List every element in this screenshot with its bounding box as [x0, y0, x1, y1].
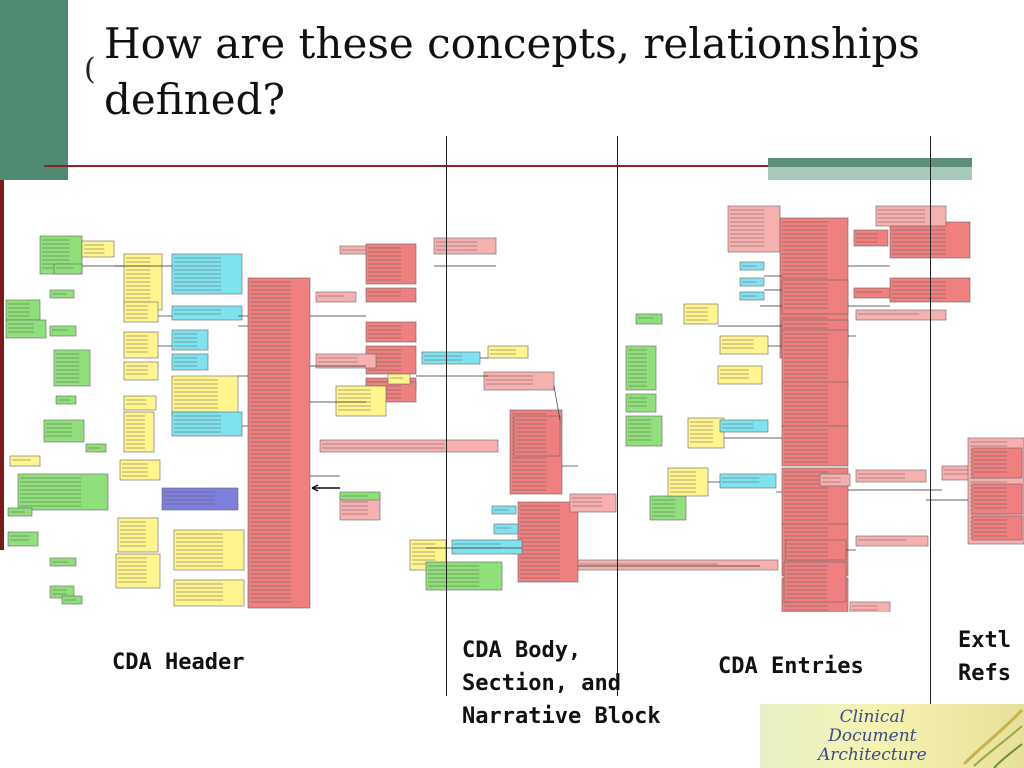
side-decor-line	[0, 180, 4, 550]
class-box	[849, 601, 891, 612]
class-box	[875, 205, 947, 227]
class-box	[781, 279, 849, 315]
class-box	[577, 559, 779, 571]
class-box	[53, 349, 91, 387]
class-box	[683, 303, 719, 325]
class-box	[855, 309, 947, 321]
class-box	[717, 365, 763, 385]
class-box	[123, 361, 159, 381]
class-box	[365, 287, 417, 303]
class-box	[365, 321, 417, 343]
class-box	[569, 493, 617, 513]
label-cda-entries: CDA Entries	[718, 654, 864, 679]
title-rule	[44, 165, 972, 167]
class-box	[7, 531, 39, 547]
class-box	[625, 393, 657, 413]
class-box	[971, 483, 1023, 515]
logo-line-2: Document	[828, 726, 917, 746]
label-cda-body: CDA Body, Section, and Narrative Block	[462, 638, 661, 729]
class-box	[819, 473, 851, 487]
class-box	[719, 335, 769, 355]
class-box	[421, 351, 481, 365]
class-box	[247, 277, 311, 609]
class-box	[487, 345, 529, 359]
class-box	[9, 455, 41, 467]
slide-title: How are these concepts, relationships de…	[104, 19, 920, 124]
arrow-to-clinical-document	[311, 484, 340, 492]
association-line	[553, 385, 561, 421]
class-box	[719, 473, 777, 489]
class-box	[171, 329, 209, 351]
class-box	[123, 331, 159, 359]
class-box	[119, 459, 161, 481]
class-box	[335, 385, 387, 417]
logo-line-3: Architecture	[818, 745, 927, 765]
class-box	[451, 539, 523, 555]
label-extl-refs: Extl Refs	[958, 628, 1011, 686]
class-box	[625, 415, 663, 447]
accent-bar	[768, 158, 972, 180]
class-box	[5, 299, 41, 321]
class-box	[387, 373, 411, 385]
class-box	[971, 447, 1023, 479]
divider-header-body	[446, 136, 447, 696]
cda-logo: Clinical Document Architecture	[760, 704, 1024, 768]
class-box	[625, 345, 657, 391]
class-box	[315, 353, 377, 369]
class-box	[49, 325, 77, 337]
class-box	[425, 561, 503, 591]
class-box	[161, 487, 239, 511]
class-box	[171, 305, 243, 321]
class-box	[727, 205, 781, 253]
class-box	[853, 287, 895, 299]
logo-text: Clinical Document Architecture	[818, 708, 927, 765]
class-box	[319, 439, 499, 453]
label-cda-header: CDA Header	[112, 650, 245, 675]
divider-entries-extl	[930, 136, 931, 706]
class-box	[315, 291, 357, 303]
logo-line-1: Clinical	[839, 707, 906, 727]
class-box	[635, 313, 663, 325]
side-decor-bar	[0, 0, 68, 180]
class-box	[123, 395, 157, 411]
class-box	[785, 539, 847, 561]
class-box	[5, 319, 47, 339]
class-box	[687, 417, 725, 449]
class-box	[123, 301, 159, 323]
class-box	[115, 553, 161, 589]
class-box	[855, 469, 927, 483]
class-box	[117, 517, 159, 553]
class-box	[17, 473, 109, 511]
class-box	[781, 381, 849, 427]
class-box	[43, 419, 85, 443]
class-box	[855, 535, 929, 547]
class-box	[719, 419, 769, 433]
pen-swirl-icon	[962, 708, 1024, 768]
cda-rmim-diagram	[5, 205, 1024, 612]
class-box	[493, 523, 519, 535]
class-box	[483, 371, 555, 391]
title-overlap-char: (	[84, 52, 96, 87]
divider-body-entries	[617, 136, 618, 696]
class-box	[53, 263, 83, 275]
class-box	[173, 579, 245, 607]
